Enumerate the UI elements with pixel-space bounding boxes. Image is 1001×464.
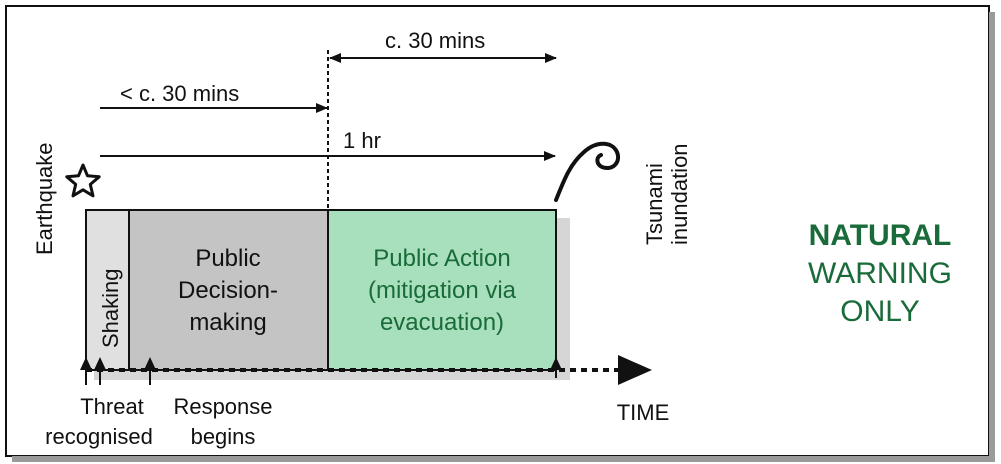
warning-line3: ONLY <box>840 295 919 328</box>
action-phase-box <box>327 209 557 371</box>
warning-title: NATURAL <box>809 219 952 252</box>
decision-label-line1: Public <box>195 245 260 272</box>
inundation-label: inundation <box>667 143 692 245</box>
shaking-label: Shaking <box>98 268 123 348</box>
response-label-line2: begins <box>191 424 256 449</box>
shaking-phase-box <box>85 209 130 371</box>
tsunami-wave-icon <box>554 141 620 202</box>
tsunami-label: Tsunami <box>642 163 667 245</box>
warning-line2: WARNING <box>808 257 952 290</box>
frame-shadow-right <box>989 12 995 462</box>
time-axis-arrowhead <box>618 355 652 385</box>
decision-label-line3: making <box>189 309 266 336</box>
c30-label: c. 30 mins <box>385 28 485 53</box>
one-hr-label: 1 hr <box>343 128 381 153</box>
earthquake-star-icon <box>65 163 101 198</box>
time-axis-label: TIME <box>617 400 670 425</box>
action-label-line2: (mitigation via <box>368 277 517 304</box>
threat-label-line2: recognised <box>45 424 153 449</box>
action-label-line1: Public Action <box>373 245 510 272</box>
threat-label-line1: Threat <box>80 394 144 419</box>
action-label-line3: evacuation) <box>380 309 504 336</box>
decision-label-line2: Decision- <box>178 277 278 304</box>
response-label-line1: Response <box>173 394 272 419</box>
frame-shadow-bottom <box>12 456 995 462</box>
lt30-label: < c. 30 mins <box>120 81 239 106</box>
earthquake-label: Earthquake <box>32 142 57 255</box>
decision-phase-box <box>128 209 329 371</box>
